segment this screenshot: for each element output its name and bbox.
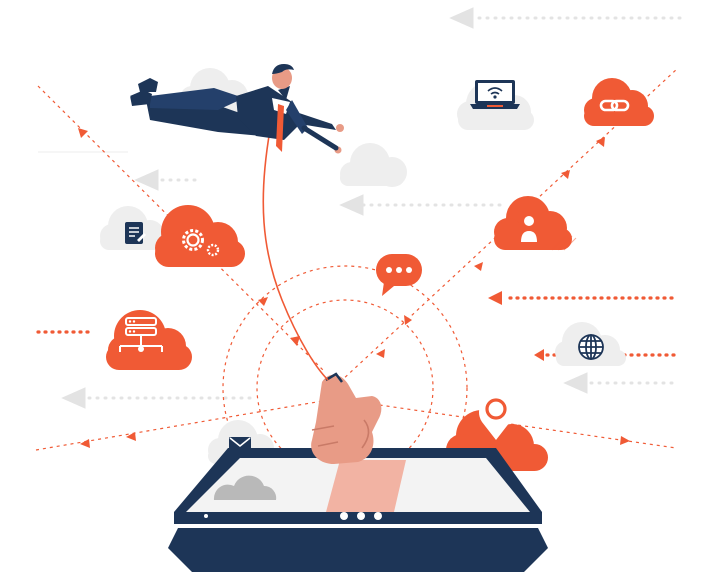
orange-dotted-arrows: [36, 296, 676, 357]
radar-arrowheads: [258, 297, 412, 325]
orange-rays: [35, 67, 679, 451]
hand: [311, 372, 406, 512]
link-cloud-icon: [584, 78, 654, 126]
server-cloud-icon: [106, 310, 192, 370]
user-cloud-icon: [494, 196, 577, 251]
orange-dotted-arrowheads: [488, 291, 544, 361]
ray-arrowheads: [78, 128, 630, 448]
laptop-wifi-icon: [470, 80, 520, 109]
globe-icon: [578, 334, 604, 360]
flying-businessman: [125, 64, 344, 154]
cloud-small-center: [340, 143, 407, 187]
chat-bubble-icon: [376, 254, 422, 296]
gear-cloud-icon: [155, 205, 245, 267]
document-icon: [125, 222, 146, 244]
gray-arrows: [61, 7, 682, 409]
radar-circle-inner: [256, 299, 434, 477]
kite-string: [262, 129, 329, 381]
tablet-gray-cloud: [213, 475, 277, 500]
